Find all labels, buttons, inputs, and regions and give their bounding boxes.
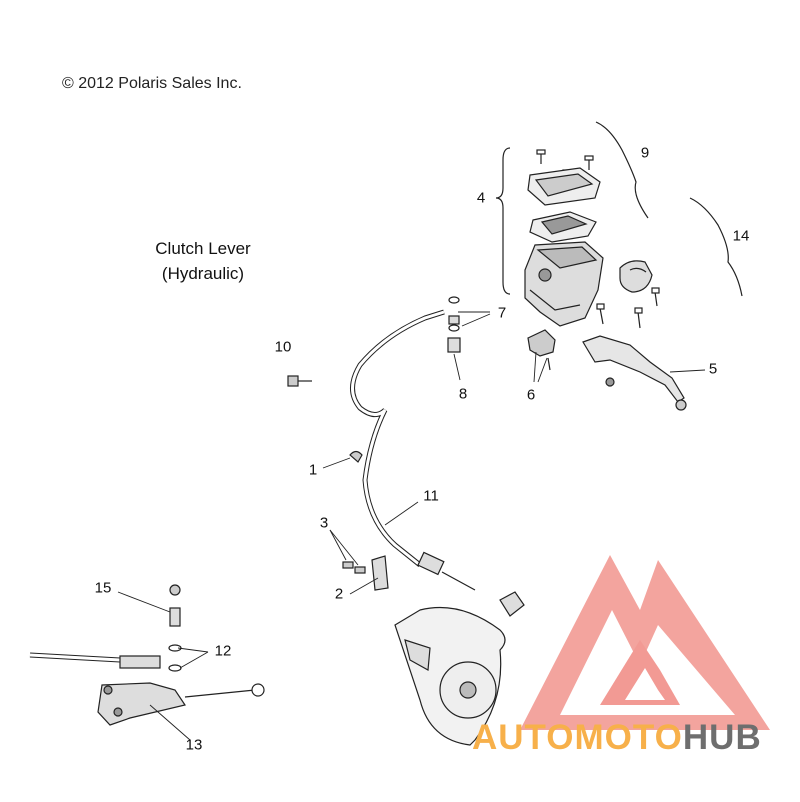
callout-7: 7	[497, 304, 507, 322]
banjo-bolt	[447, 337, 461, 353]
washer-top	[448, 296, 460, 304]
title-line-2: (Hydraulic)	[161, 264, 245, 283]
callout-1: 1	[308, 461, 318, 479]
callout-11: 11	[423, 487, 439, 505]
callout-9: 9	[640, 144, 650, 162]
clutch-lever	[582, 335, 685, 403]
callout-6: 6	[526, 386, 536, 404]
bleeder-15	[169, 607, 181, 627]
diagram-title: Clutch Lever (Hydraulic)	[132, 236, 274, 286]
clamp	[619, 260, 653, 293]
callout-8: 8	[458, 385, 468, 403]
hose-clip	[349, 450, 363, 463]
bolt-3a	[342, 561, 354, 569]
watermark-logo	[520, 555, 770, 730]
washer-bottom	[448, 324, 460, 332]
switch	[527, 329, 556, 357]
mount-bracket	[371, 555, 389, 591]
hose-fitting	[119, 655, 161, 669]
bracket-9	[595, 121, 649, 219]
bolt-3b	[354, 566, 366, 574]
callout-13: 13	[185, 736, 203, 754]
watermark-hub: HUB	[682, 718, 762, 757]
callout-14: 14	[732, 227, 750, 245]
watermark-text: AUTOMOTOHUB	[472, 718, 762, 758]
clamp-bolts	[596, 287, 660, 329]
copyright-notice: © 2012 Polaris Sales Inc.	[62, 75, 242, 92]
hydraulic-hose	[350, 309, 445, 567]
callout-4: 4	[476, 189, 486, 207]
callout-12: 12	[214, 642, 232, 660]
callout-5: 5	[708, 360, 718, 378]
watermark-auto: AUTO	[472, 718, 575, 757]
callout-15: 15	[94, 579, 112, 597]
callout-3: 3	[319, 514, 329, 532]
bracket-4	[495, 147, 511, 295]
bolt-10	[287, 375, 299, 387]
title-line-1: Clutch Lever	[155, 239, 251, 258]
callout-10: 10	[274, 338, 292, 356]
callout-2: 2	[334, 585, 344, 603]
bracket-14	[689, 197, 743, 297]
watermark-moto: MOTO	[574, 718, 683, 757]
